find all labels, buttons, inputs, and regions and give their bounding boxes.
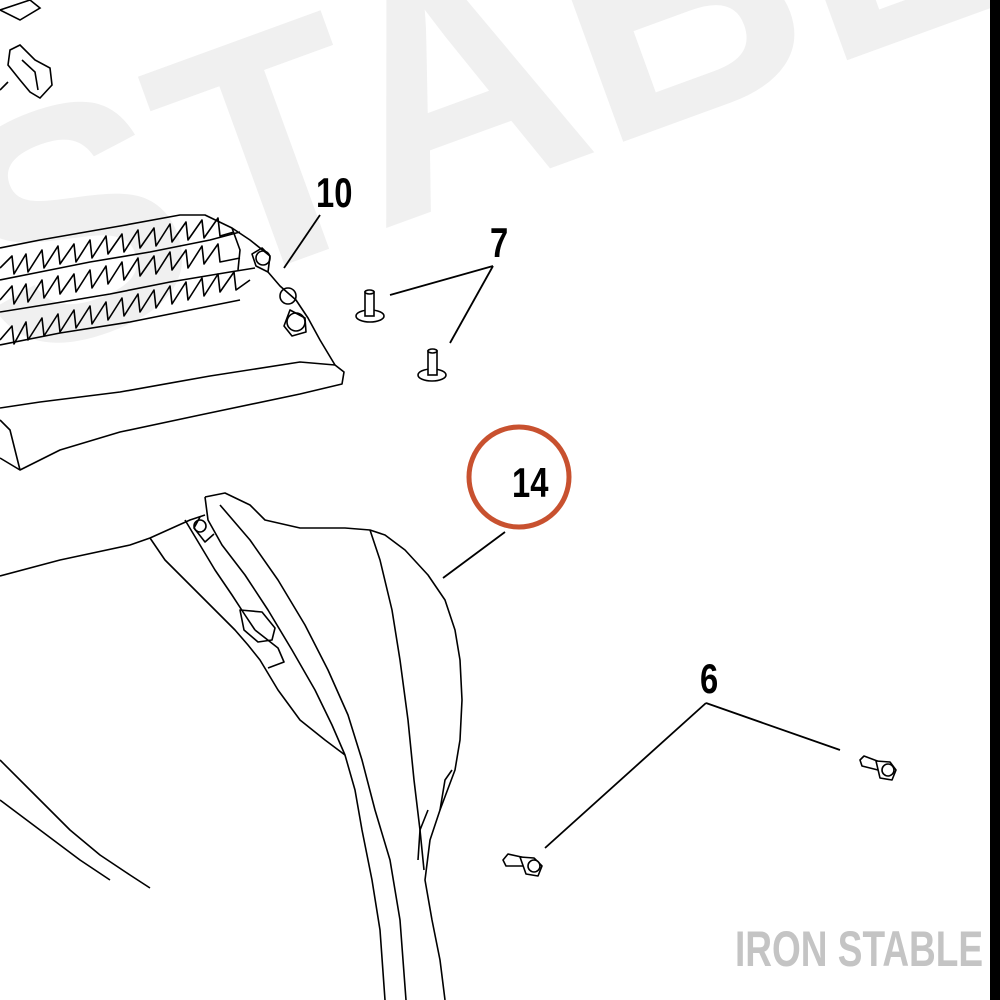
leader-line-14 [442,531,506,579]
fan-shroud-icon [0,214,345,471]
bolt-icon [859,755,897,781]
brand-watermark: IRON STABLE [735,921,984,977]
leader-line-10 [283,214,321,269]
leader-line-6a [544,702,707,849]
screw-icon [355,289,385,323]
callout-7: 7 [490,219,509,266]
leader-line-7a [389,265,494,296]
leader-line-7b [449,265,494,344]
right-edge-border [990,0,1000,1000]
leader-line-6b [705,702,841,751]
callout-6: 6 [700,655,719,702]
highlight-ring [466,424,572,530]
screw-icon [417,348,447,382]
bolt-icon [502,853,543,877]
clip-part [0,0,53,100]
background-watermark: STABLE [0,0,1000,432]
callout-14: 14 [512,459,549,506]
watermark-letters: STABLE [0,0,1000,432]
leader-lines [283,214,841,849]
fairing-icon [0,492,463,1000]
callout-10: 10 [316,169,353,216]
